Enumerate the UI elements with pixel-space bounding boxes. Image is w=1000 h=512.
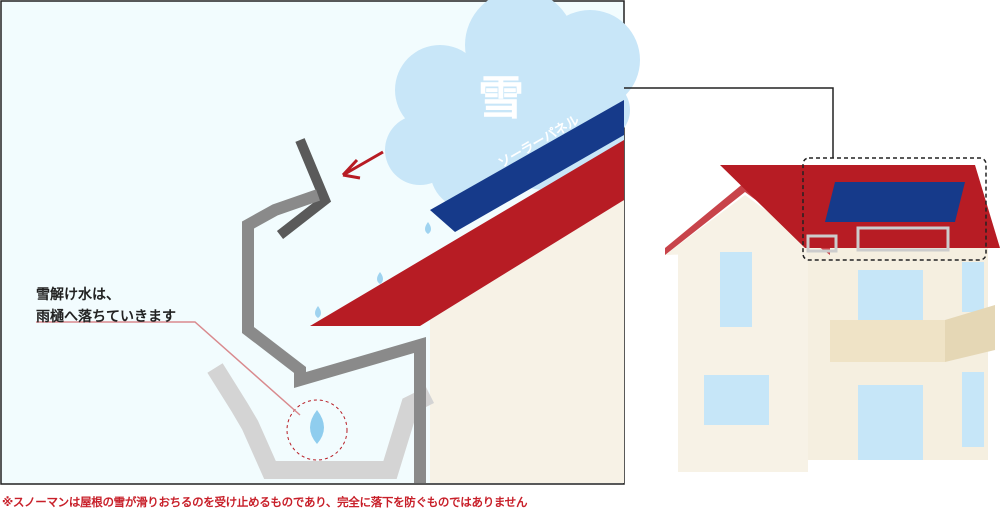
arrow-icon: [341, 150, 384, 180]
callout-text: 雪解け水は、 雨樋へ落ちていきます: [36, 284, 176, 328]
callout-line-1: 雪解け水は、: [36, 287, 120, 303]
snow-label: 雪: [478, 71, 524, 125]
house-wall: [430, 200, 624, 483]
water-drop-icons: [315, 222, 431, 318]
roof: [310, 140, 624, 326]
gutter-shadow: [207, 363, 435, 479]
highlight-box: [802, 157, 987, 261]
house: [665, 157, 1000, 472]
closeup-panel: [0, 0, 640, 485]
callout-line-2: 雨樋へ落ちていきます: [36, 309, 176, 325]
connector-line: [624, 87, 834, 158]
footnote: ※スノーマンは屋根の雪が滑りおちるのを受け止めるものであり、完全に落下を防ぐもの…: [2, 495, 528, 509]
water-drop-icon: [310, 410, 324, 444]
rain-gutter: [242, 189, 426, 483]
highlight-circle: [286, 399, 348, 461]
callout-line: [36, 321, 301, 416]
snow-guard: [276, 138, 332, 239]
solar-panel: [430, 100, 624, 232]
